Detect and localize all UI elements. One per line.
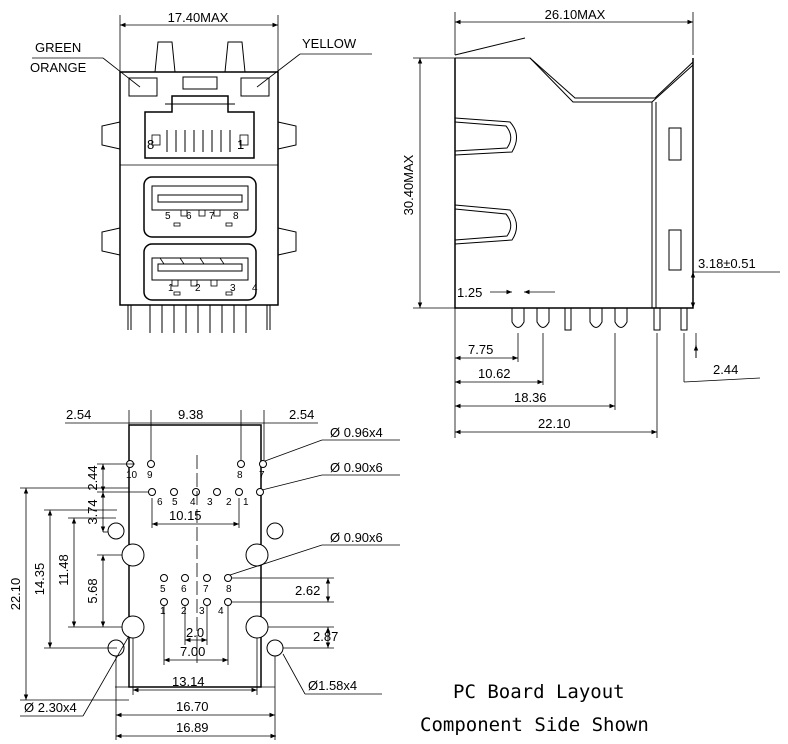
side-dim-1062: 10.62	[478, 366, 511, 381]
pcb-dim-287: 2.87	[313, 629, 338, 644]
led-yellow-label: YELLOW	[302, 36, 357, 51]
usb-top-pin-5: 5	[165, 211, 171, 222]
pcb-pin-4: 4	[190, 497, 196, 508]
usb-top-pin-7: 7	[209, 211, 215, 222]
pcb-top-mid-dim: 9.38	[178, 407, 203, 422]
side-view: 26.10MAX 30.40MAX 3.18±0.51	[401, 7, 780, 438]
pcb-pin-3: 3	[207, 497, 213, 508]
rj45-contacts	[166, 130, 231, 152]
pcb-hole-090-bot-label: Ø 0.90x6	[330, 530, 383, 545]
side-height-dim: 30.40MAX	[401, 154, 416, 215]
pcb-pin-1: 1	[243, 497, 249, 508]
pcb-dim-700: 7.00	[180, 644, 205, 659]
side-pin-offset-dim: 3.18±0.51	[698, 256, 756, 271]
pcb-pin-8: 8	[237, 470, 243, 481]
usb-bottom-pin-1: 1	[168, 283, 174, 294]
pcb-top-right-dim: 2.54	[289, 407, 314, 422]
pcb-dim-1670: 16.70	[176, 699, 209, 714]
pcb-row4-pin-2: 2	[181, 606, 187, 617]
pcb-pin-6: 6	[157, 497, 163, 508]
caption-line-2: Component Side Shown	[420, 714, 649, 736]
pcb-dim-2210: 22.10	[8, 578, 23, 611]
pcb-dim-568: 5.68	[85, 578, 100, 603]
side-dim-2210: 22.10	[538, 416, 571, 431]
pcb-row3-pin-8: 8	[226, 584, 232, 595]
rj45-pin-8: 8	[147, 137, 154, 152]
pcb-dim-1435: 14.35	[32, 563, 47, 596]
pcb-row3-pin-5: 5	[160, 584, 166, 595]
pcb-top-left-dim: 2.54	[66, 407, 91, 422]
pcb-dim-1314: 13.14	[172, 674, 205, 689]
side-dim-775: 7.75	[468, 342, 493, 357]
pcb-dim-374: 3.74	[85, 499, 100, 524]
pcb-dim-20: 2.0	[186, 625, 204, 640]
pcb-dim-1148: 11.48	[56, 554, 71, 586]
usb-bottom-pin-3: 3	[230, 283, 236, 294]
pcb-pin-7: 7	[259, 470, 265, 481]
pcb-dim-244: 2.44	[85, 465, 100, 490]
pcb-row4-pin-1: 1	[160, 606, 166, 617]
front-view: 17.40MAX GREEN ORANGE YELLOW	[30, 10, 372, 333]
rj45-pin-1: 1	[237, 137, 244, 152]
usb-top-pin-6: 6	[186, 211, 192, 222]
pcb-hole-096-label: Ø 0.96x4	[330, 425, 383, 440]
pcb-dim-1015: 10.15	[169, 508, 202, 523]
pcb-pin-10: 10	[126, 470, 138, 481]
pcb-dim-262: 2.62	[295, 583, 320, 598]
pcb-hole-090-top-label: Ø 0.90x6	[330, 460, 383, 475]
pcb-pin-2: 2	[226, 497, 232, 508]
side-pin-pitch-dim: 2.44	[713, 362, 738, 377]
front-width-dim: 17.40MAX	[168, 10, 229, 25]
pcb-hole-158-label: Ø1.58x4	[308, 678, 357, 693]
pcb-row3-pin-6: 6	[181, 584, 187, 595]
pcb-hole-230-label: Ø 2.30x4	[24, 700, 77, 715]
pcb-row4-pin-3: 3	[199, 606, 205, 617]
pcb-dim-1689: 16.89	[176, 720, 209, 735]
side-width-dim: 26.10MAX	[545, 7, 606, 22]
pcb-layout: 2.54 9.38 2.54 10 9 8 7 Ø 0.96x4 2.44 6 …	[8, 407, 400, 740]
usb-bottom-pin-4: 4	[252, 283, 258, 294]
usb-top-pin-8: 8	[233, 211, 239, 222]
usb-bottom-pin-2: 2	[195, 283, 201, 294]
led-orange-label: ORANGE	[30, 60, 87, 75]
pcb-row3-pin-7: 7	[203, 584, 209, 595]
side-pin-width-dim: 1.25	[457, 285, 482, 300]
front-pins	[127, 305, 271, 333]
pcb-row4-pin-4: 4	[218, 606, 224, 617]
pcb-pin-9: 9	[147, 470, 153, 481]
pcb-pin-5: 5	[172, 497, 178, 508]
caption-line-1: PC Board Layout	[453, 681, 625, 703]
led-green-label: GREEN	[35, 40, 81, 55]
side-dim-1836: 18.36	[514, 390, 547, 405]
